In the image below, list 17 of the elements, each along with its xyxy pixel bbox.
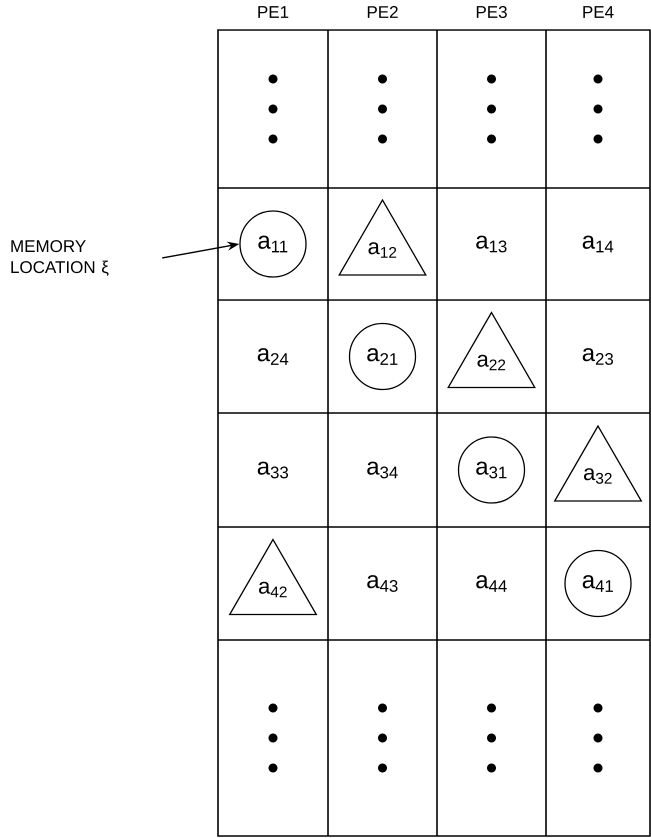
memory-location-label: MEMORY LOCATION ξ <box>11 240 109 276</box>
matrix-element: a$_{14}$ <box>582 236 614 252</box>
column-header: PE3 <box>476 6 507 18</box>
matrix-element: a$_{33}$ <box>258 462 288 478</box>
circled-element: a$_{41}$ <box>564 550 632 618</box>
circled-element: a$_{11}$ <box>239 210 307 278</box>
column-header: PE2 <box>368 6 398 18</box>
matrix-element: a$_{44}$ <box>476 575 507 592</box>
column-header: PE1 <box>258 6 288 18</box>
circled-element: a$_{31}$ <box>458 436 526 504</box>
matrix-element: a$_{34}$ <box>367 462 398 478</box>
matrix-element: a$_{24}$ <box>258 348 288 365</box>
matrix-element: a$_{13}$ <box>476 236 507 252</box>
circled-element: a$_{21}$ <box>348 322 416 390</box>
matrix-element: a$_{23}$ <box>582 348 614 365</box>
matrix-element: a$_{43}$ <box>367 575 398 592</box>
column-header: PE4 <box>583 6 614 18</box>
